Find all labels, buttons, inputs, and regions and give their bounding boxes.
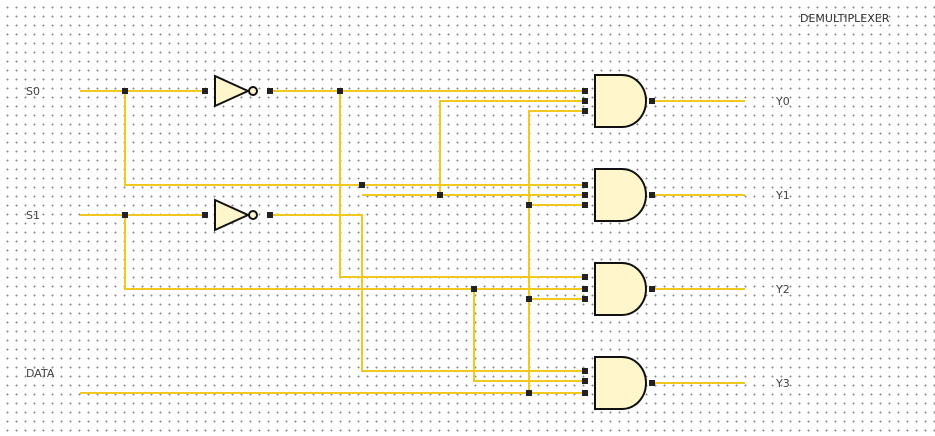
wire-s0-down — [124, 91, 585, 186]
wire-s1-gate3 — [473, 289, 585, 382]
diagram-title: DEMULTIPLEXER — [800, 12, 890, 25]
junction-dot — [582, 182, 588, 188]
input-label-s0: S0 — [26, 85, 40, 98]
output-label-y1: Y1 — [775, 189, 790, 202]
and-gate-y3 — [594, 356, 647, 410]
junction-dot — [582, 368, 588, 374]
wires — [80, 90, 745, 394]
junction-dot — [649, 380, 655, 386]
junction-dot — [582, 192, 588, 198]
junction-dot — [582, 88, 588, 94]
junction-dot — [582, 378, 588, 384]
wire-not-s1-up — [439, 100, 585, 195]
junction-dot — [267, 212, 273, 218]
output-label-y0: Y0 — [775, 95, 790, 108]
junction-dot — [122, 88, 128, 94]
output-label-y2: Y2 — [775, 283, 790, 296]
junction-dot — [582, 286, 588, 292]
junction-dot — [582, 390, 588, 396]
not-gate-s1 — [214, 198, 258, 232]
junction-dot — [582, 202, 588, 208]
junction-dot — [122, 212, 128, 218]
junction-dot — [526, 296, 532, 302]
junction-dot — [526, 390, 532, 396]
junctions — [122, 88, 655, 396]
and-gate-y1 — [594, 168, 647, 222]
wire-data-up — [528, 110, 585, 393]
junction-dot — [526, 202, 532, 208]
and-gate-y0 — [594, 74, 647, 128]
wire-s1-down — [124, 215, 585, 290]
junction-dot — [202, 212, 208, 218]
junction-dot — [582, 274, 588, 280]
and-gate-y2 — [594, 262, 647, 316]
junction-dot — [359, 182, 365, 188]
not-gate-s0 — [214, 74, 258, 108]
wire-not-s1 — [270, 214, 585, 372]
junction-dot — [649, 98, 655, 104]
output-label-y3: Y3 — [775, 377, 790, 390]
junction-dot — [437, 192, 443, 198]
junction-dot — [582, 296, 588, 302]
junction-dot — [582, 108, 588, 114]
input-label-s1: S1 — [26, 209, 40, 222]
junction-dot — [649, 286, 655, 292]
junction-dot — [471, 286, 477, 292]
junction-dot — [202, 88, 208, 94]
junction-dot — [337, 88, 343, 94]
gates — [214, 74, 647, 410]
junction-dot — [267, 88, 273, 94]
input-label-data: DATA — [26, 367, 55, 380]
junction-dot — [582, 98, 588, 104]
junction-dot — [649, 192, 655, 198]
wire-not-s0-down — [339, 91, 585, 278]
